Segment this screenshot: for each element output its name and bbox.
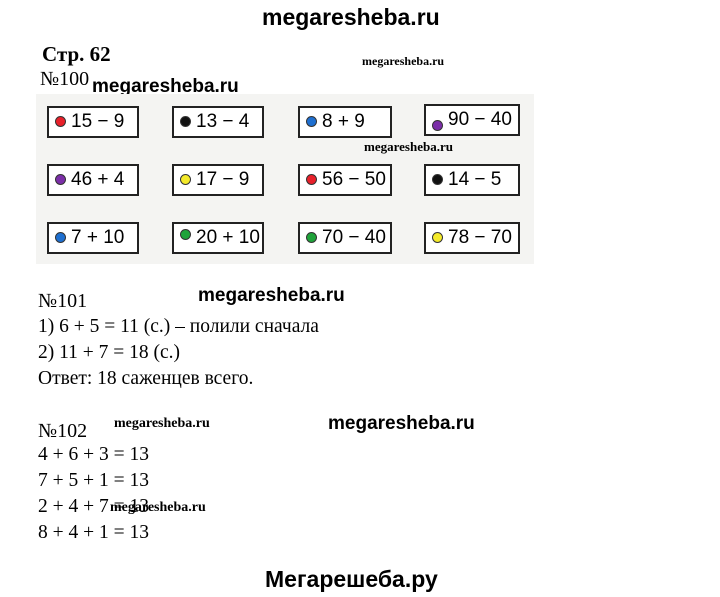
color-dot	[55, 232, 66, 243]
expression-card: 14 − 5	[424, 164, 520, 196]
card-expression: 15 − 9	[71, 111, 125, 132]
expression-card: 90 − 40	[424, 104, 520, 136]
watermark-small: megaresheba.ru	[364, 139, 453, 154]
expression-card: 78 − 70	[424, 222, 520, 254]
expression-card: 46 + 4	[47, 164, 139, 196]
watermark-mid: megaresheba.ru	[92, 76, 239, 97]
watermark-mid: megaresheba.ru	[328, 413, 475, 434]
card-expression: 17 − 9	[196, 169, 250, 190]
card-expression: 20 + 10	[196, 227, 260, 248]
color-dot	[432, 174, 443, 185]
expression-card: 20 + 10	[172, 222, 264, 254]
color-dot	[180, 116, 191, 127]
card-expression: 46 + 4	[71, 169, 125, 190]
equation-line: 8 + 4 + 1 = 13	[38, 522, 149, 543]
card-expression: 7 + 10	[71, 227, 125, 248]
solution-line: 1) 6 + 5 = 11 (с.) – полили сначала	[38, 316, 319, 337]
solution-line: 2) 11 + 7 = 18 (с.)	[38, 342, 181, 363]
color-dot	[432, 120, 443, 131]
expression-card: 15 − 9	[47, 106, 139, 138]
equation-line: 7 + 5 + 1 = 13	[38, 470, 149, 491]
watermark-top: megaresheba.ru	[262, 4, 440, 30]
color-dot	[180, 229, 191, 240]
task-101-label: №101	[38, 290, 88, 312]
card-expression: 78 − 70	[448, 227, 512, 248]
color-dot	[306, 116, 317, 127]
equation-line: 4 + 6 + 3 = 13	[38, 444, 149, 465]
card-expression: 56 − 50	[322, 169, 386, 190]
equation-line: 2 + 4 + 7 = 13	[38, 496, 149, 517]
color-dot	[306, 232, 317, 243]
expression-card: 17 − 9	[172, 164, 264, 196]
expression-card: 70 − 40	[298, 222, 392, 254]
footer-watermark: Мегарешеба.ру	[265, 566, 438, 592]
page-label: Стр. 62	[42, 42, 111, 66]
card-expression: 13 − 4	[196, 111, 250, 132]
card-expression: 70 − 40	[322, 227, 386, 248]
watermark-small: megaresheba.ru	[114, 416, 210, 431]
expression-card: 8 + 9	[298, 106, 392, 138]
task-102-label: №102	[38, 420, 88, 442]
answer-line: Ответ: 18 саженцев всего.	[38, 368, 254, 389]
color-dot	[432, 232, 443, 243]
expression-card: 13 − 4	[172, 106, 264, 138]
card-expression: 90 − 40	[448, 109, 512, 130]
color-dot	[180, 174, 191, 185]
watermark-mid: megaresheba.ru	[198, 285, 345, 306]
expression-card: 56 − 50	[298, 164, 392, 196]
task-100-label: №100	[40, 68, 90, 90]
watermark-small: megaresheba.ru	[362, 54, 445, 68]
expression-card: 7 + 10	[47, 222, 139, 254]
card-expression: 8 + 9	[322, 111, 365, 132]
color-dot	[55, 174, 66, 185]
card-expression: 14 − 5	[448, 169, 502, 190]
color-dot	[306, 174, 317, 185]
color-dot	[55, 116, 66, 127]
watermark-small: megaresheba.ru	[110, 500, 206, 515]
